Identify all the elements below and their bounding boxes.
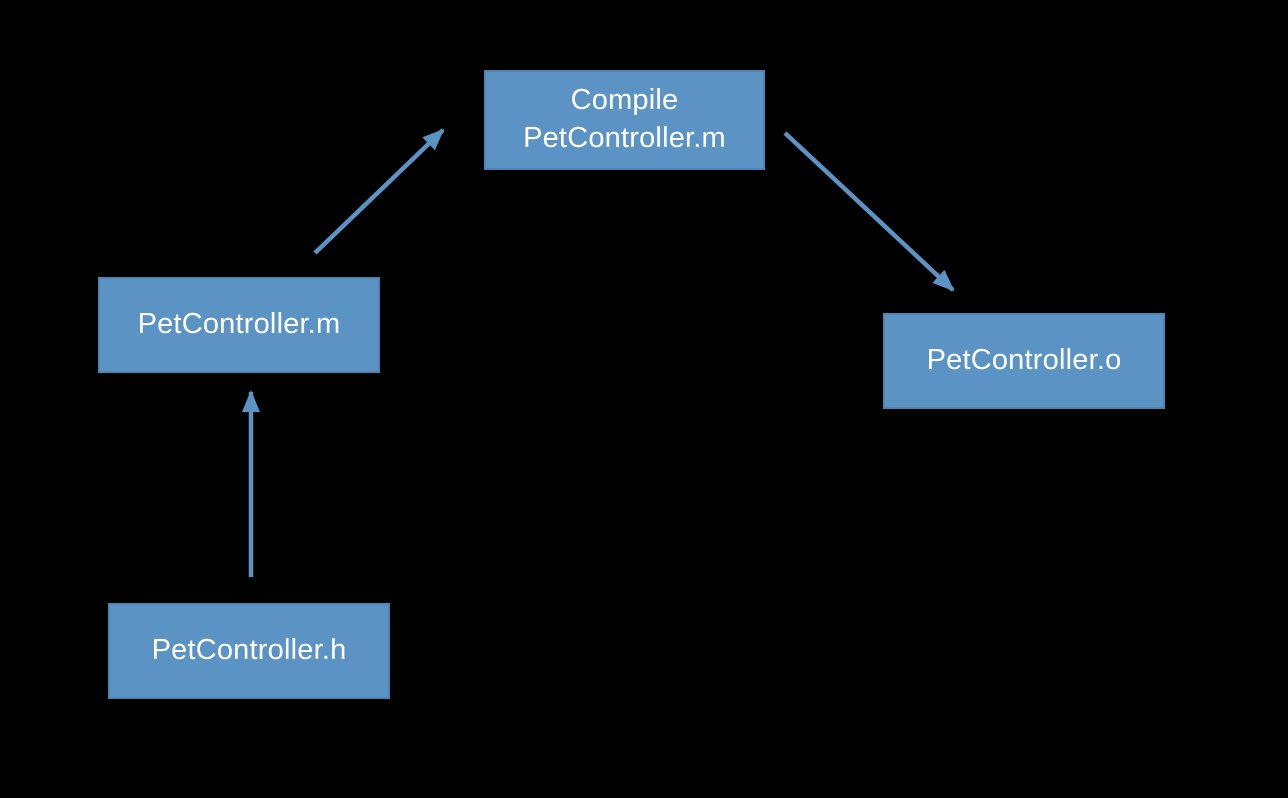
node-petcontroller-h: PetController.h <box>108 603 390 699</box>
node-petcontroller-m: PetController.m <box>98 277 380 373</box>
arrow-compile-to-o <box>783 131 955 292</box>
arrow-m-to-compile <box>313 128 445 255</box>
node-petcontroller-o: PetController.o <box>883 313 1165 409</box>
node-compile-petcontroller-m: Compile PetController.m <box>484 70 765 170</box>
